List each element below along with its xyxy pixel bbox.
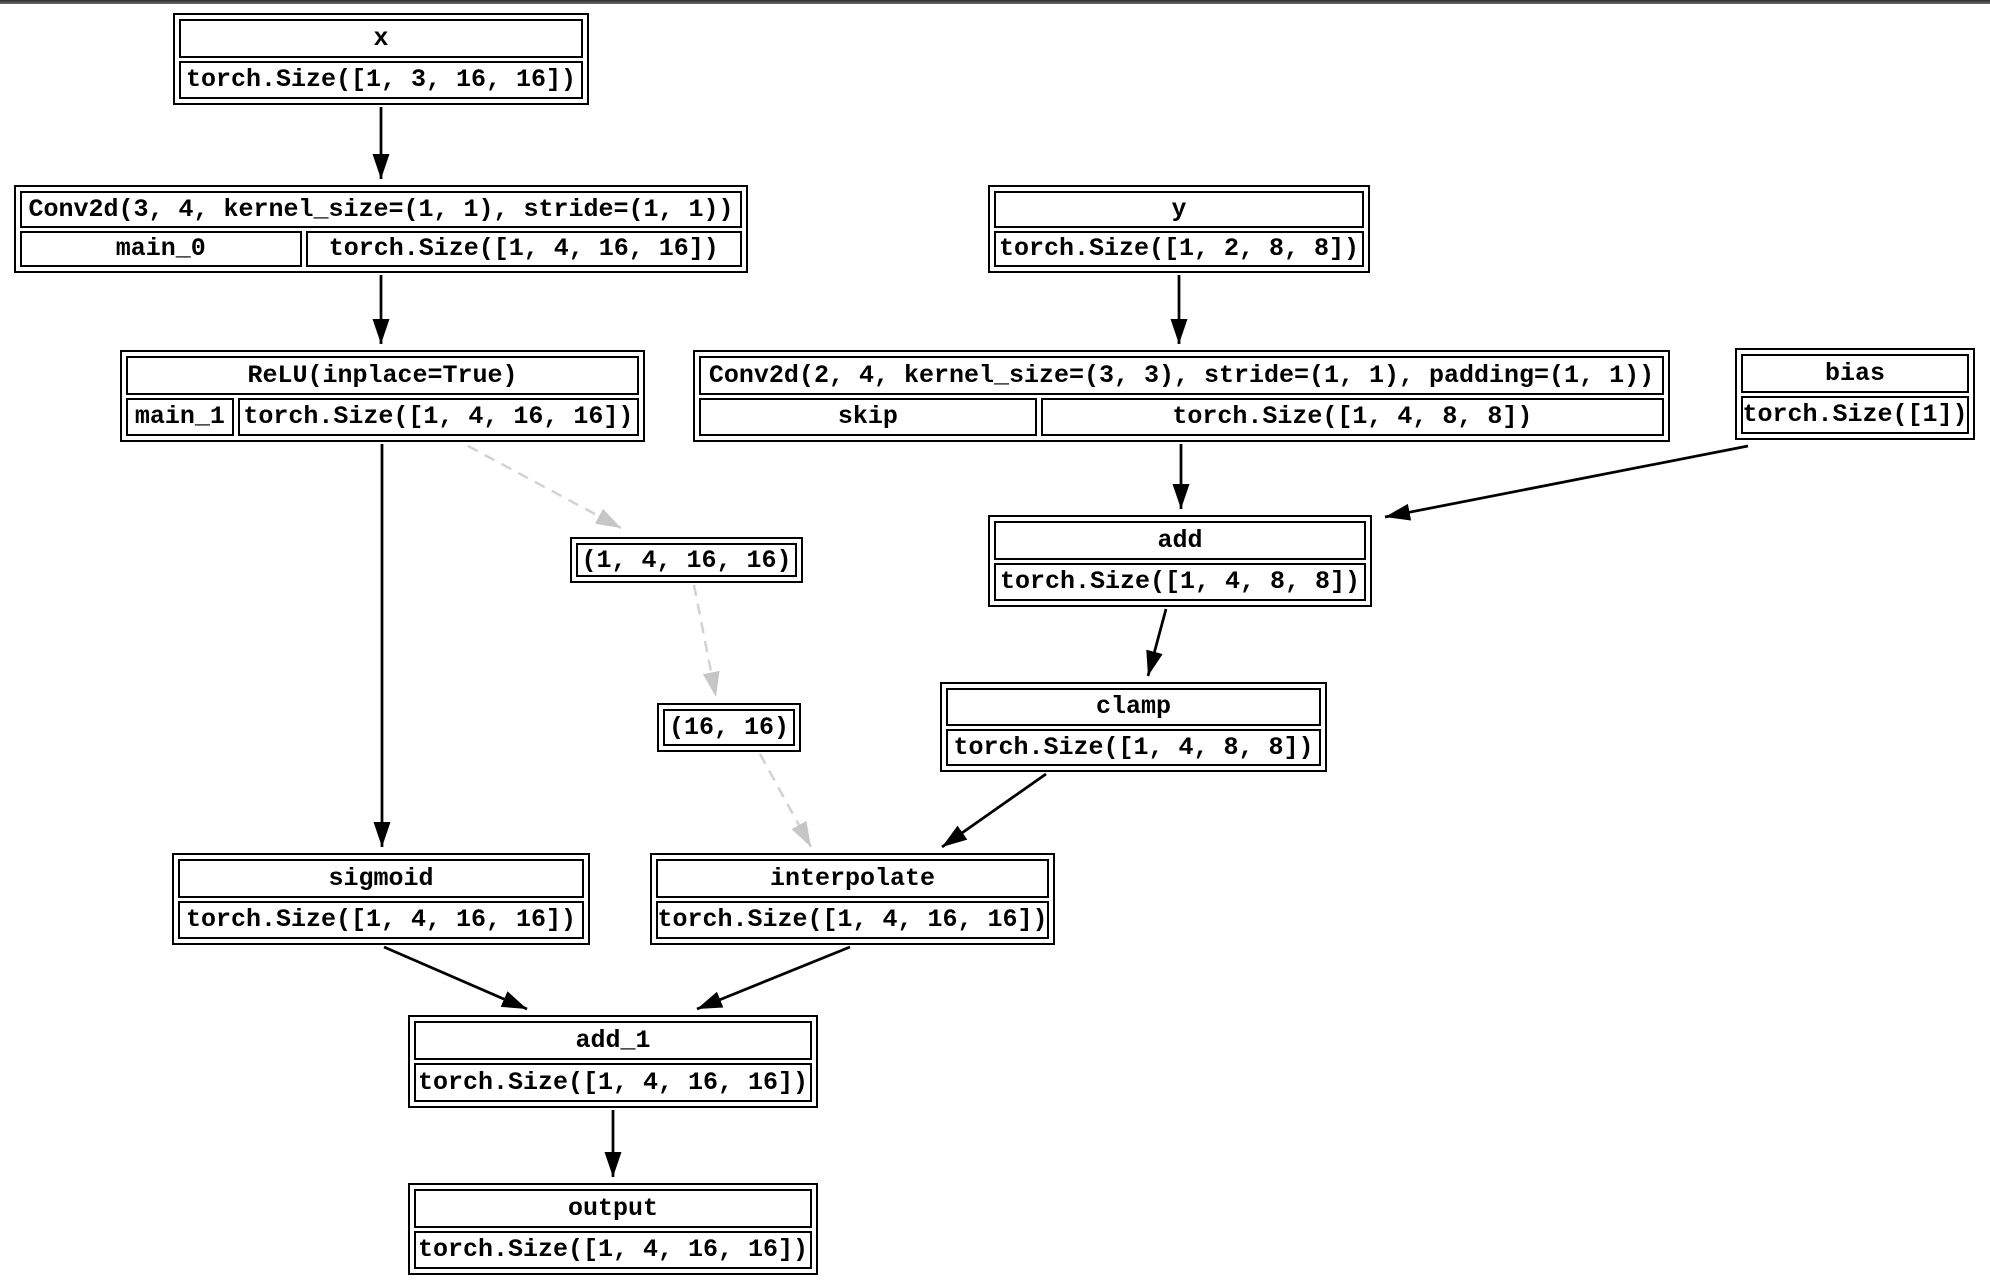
node-conv-skip-size: torch.Size([1, 4, 8, 8]) xyxy=(1040,397,1664,436)
node-clamp-size: torch.Size([1, 4, 8, 8]) xyxy=(946,728,1321,766)
node-conv-skip-name: skip xyxy=(699,397,1037,436)
node-tuple-16-16-label: (16, 16) xyxy=(663,709,795,746)
edge-add-to-clamp xyxy=(1146,608,1168,677)
node-x-title: x xyxy=(179,19,583,58)
node-y-size: torch.Size([1, 2, 8, 8]) xyxy=(994,230,1364,267)
node-output-size: torch.Size([1, 4, 16, 16]) xyxy=(414,1230,812,1269)
node-bias-size: torch.Size([1]) xyxy=(1741,395,1969,434)
node-add-size: torch.Size([1, 4, 8, 8]) xyxy=(994,562,1366,601)
edge-relu-to-tuple-1-dashed xyxy=(467,444,622,530)
node-x-size: torch.Size([1, 3, 16, 16]) xyxy=(179,60,583,99)
node-tuple-1-4-16-16-label: (1, 4, 16, 16) xyxy=(576,543,797,577)
node-conv-skip-op: Conv2d(2, 4, kernel_size=(3, 3), stride=… xyxy=(699,356,1664,395)
node-relu-main-1-name: main_1 xyxy=(126,397,234,436)
node-output-title: output xyxy=(414,1189,812,1228)
node-interpolate-size: torch.Size([1, 4, 16, 16]) xyxy=(656,900,1049,939)
node-sigmoid-title: sigmoid xyxy=(178,859,584,898)
node-relu-main-1: ReLU(inplace=True) main_1 torch.Size([1,… xyxy=(120,350,645,442)
window-top-border xyxy=(0,0,1990,4)
edge-bias-to-add xyxy=(1384,444,1749,521)
node-interpolate: interpolate torch.Size([1, 4, 16, 16]) xyxy=(650,853,1055,945)
node-sigmoid: sigmoid torch.Size([1, 4, 16, 16]) xyxy=(172,853,590,945)
edge-sigmoid-to-add-1 xyxy=(383,945,528,1011)
node-x: x torch.Size([1, 3, 16, 16]) xyxy=(173,13,589,105)
node-interpolate-title: interpolate xyxy=(656,859,1049,898)
node-clamp: clamp torch.Size([1, 4, 8, 8]) xyxy=(940,682,1327,772)
node-add-1-title: add_1 xyxy=(414,1021,812,1060)
node-bias: bias torch.Size([1]) xyxy=(1735,348,1975,440)
node-y: y torch.Size([1, 2, 8, 8]) xyxy=(988,185,1370,273)
node-conv-main-0-op: Conv2d(3, 4, kernel_size=(1, 1), stride=… xyxy=(20,191,742,228)
node-add: add torch.Size([1, 4, 8, 8]) xyxy=(988,515,1372,607)
edge-interpolate-to-add-1 xyxy=(696,945,851,1011)
node-tuple-16-16: (16, 16) xyxy=(657,703,801,752)
node-clamp-title: clamp xyxy=(946,688,1321,726)
edge-tuple-2-to-interpolate-dashed xyxy=(758,753,813,848)
node-relu-main-1-op: ReLU(inplace=True) xyxy=(126,356,639,395)
node-conv-main-0-size: torch.Size([1, 4, 16, 16]) xyxy=(305,230,742,267)
node-conv-main-0-name: main_0 xyxy=(20,230,302,267)
node-add-1-size: torch.Size([1, 4, 16, 16]) xyxy=(414,1063,812,1102)
node-tuple-1-4-16-16: (1, 4, 16, 16) xyxy=(570,537,803,583)
node-relu-main-1-size: torch.Size([1, 4, 16, 16]) xyxy=(237,397,639,436)
node-add-1: add_1 torch.Size([1, 4, 16, 16]) xyxy=(408,1015,818,1108)
node-output: output torch.Size([1, 4, 16, 16]) xyxy=(408,1183,818,1275)
edge-tuple-1-to-tuple-2-dashed xyxy=(692,584,720,698)
node-y-title: y xyxy=(994,191,1364,228)
node-sigmoid-size: torch.Size([1, 4, 16, 16]) xyxy=(178,900,584,939)
node-bias-title: bias xyxy=(1741,354,1969,393)
edge-clamp-to-interpolate xyxy=(941,772,1047,849)
node-conv-main-0: Conv2d(3, 4, kernel_size=(1, 1), stride=… xyxy=(14,185,748,273)
node-conv-skip: Conv2d(2, 4, kernel_size=(3, 3), stride=… xyxy=(693,350,1670,442)
node-add-title: add xyxy=(994,521,1366,560)
